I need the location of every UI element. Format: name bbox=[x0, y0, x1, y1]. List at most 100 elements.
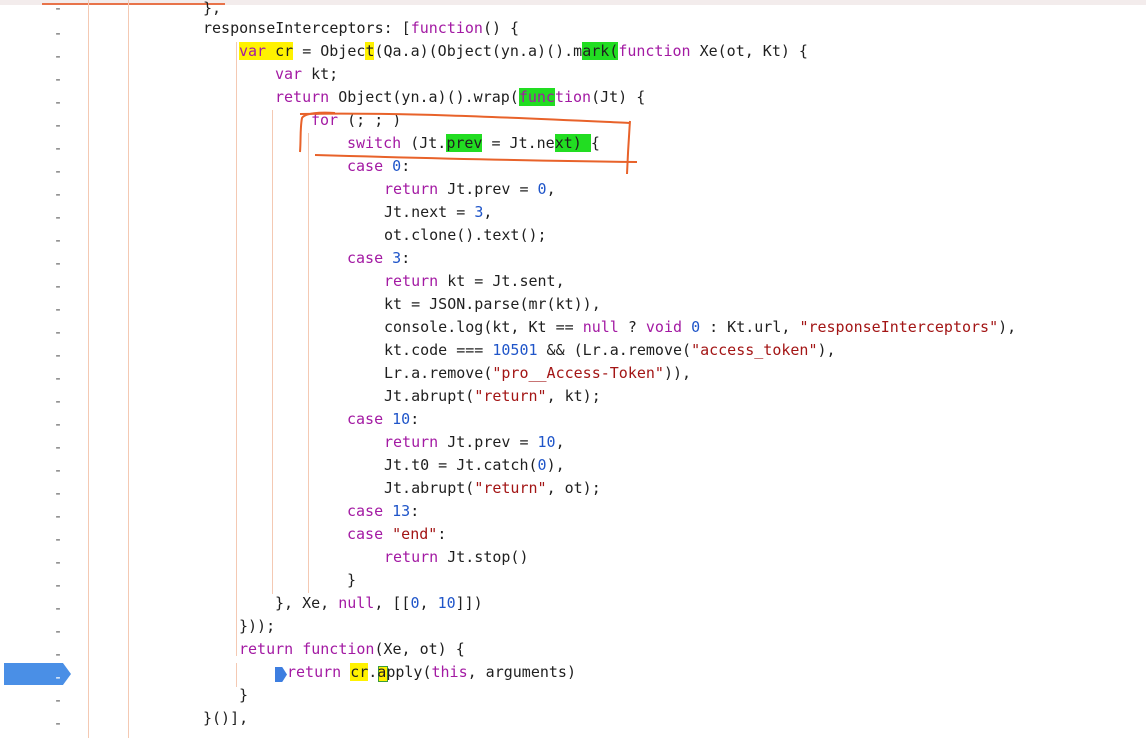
code-line[interactable]: case 0: bbox=[0, 155, 1146, 178]
text-cursor bbox=[378, 666, 388, 682]
line-number: - bbox=[53, 691, 63, 709]
line-number: - bbox=[53, 714, 63, 732]
line-number: - bbox=[53, 254, 63, 272]
line-number: - bbox=[53, 300, 63, 318]
line-number: - bbox=[53, 369, 63, 387]
code-text: kt.code === 10501 && (Lr.a.remove("acces… bbox=[384, 341, 836, 359]
code-line[interactable]: Jt.abrupt("return", kt); bbox=[0, 385, 1146, 408]
code-line[interactable]: }()], bbox=[0, 707, 1146, 730]
scroll-indicator bbox=[42, 3, 225, 5]
code-line[interactable]: Jt.next = 3, bbox=[0, 201, 1146, 224]
code-line[interactable]: return function(Xe, ot) { bbox=[0, 638, 1146, 661]
indent-guide bbox=[272, 110, 273, 594]
line-number: - bbox=[53, 415, 63, 433]
code-text: }, bbox=[203, 0, 222, 17]
execution-pointer-icon bbox=[275, 667, 287, 682]
code-line[interactable]: switch (Jt.prev = Jt.next) { bbox=[0, 132, 1146, 155]
code-line[interactable]: var kt; bbox=[0, 63, 1146, 86]
line-number: - bbox=[53, 599, 63, 617]
code-text: var cr = Object(Qa.a)(Object(yn.a)().mar… bbox=[239, 42, 808, 60]
code-line[interactable]: kt = JSON.parse(mr(kt)), bbox=[0, 293, 1146, 316]
code-text: Lr.a.remove("pro__Access-Token")), bbox=[384, 364, 692, 382]
code-text: }()], bbox=[203, 709, 249, 727]
code-line[interactable]: for (; ; ) bbox=[0, 109, 1146, 132]
code-text: return Jt.stop() bbox=[384, 548, 529, 566]
code-line[interactable]: case 13: bbox=[0, 500, 1146, 523]
code-line[interactable]: }, Xe, null, [[0, 10]]) bbox=[0, 592, 1146, 615]
code-line[interactable]: case "end": bbox=[0, 523, 1146, 546]
code-text: ot.clone().text(); bbox=[384, 226, 547, 244]
code-text: case 3: bbox=[347, 249, 411, 267]
code-text: Jt.t0 = Jt.catch(0), bbox=[384, 456, 565, 474]
line-number: - bbox=[53, 24, 63, 42]
indent-guide bbox=[308, 133, 309, 593]
line-number: - bbox=[53, 70, 63, 88]
code-line[interactable]: kt.code === 10501 && (Lr.a.remove("acces… bbox=[0, 339, 1146, 362]
code-text: Jt.next = 3, bbox=[384, 203, 493, 221]
line-number: - bbox=[53, 576, 63, 594]
code-line[interactable]: })); bbox=[0, 615, 1146, 638]
code-text: Jt.abrupt("return", ot); bbox=[384, 479, 601, 497]
code-line[interactable]: Lr.a.remove("pro__Access-Token")), bbox=[0, 362, 1146, 385]
code-line[interactable]: case 10: bbox=[0, 408, 1146, 431]
indent-guide bbox=[236, 42, 237, 656]
code-text: return function(Xe, ot) { bbox=[239, 640, 465, 658]
indent-guide bbox=[88, 0, 89, 738]
line-number: - bbox=[53, 346, 63, 364]
line-number: - bbox=[53, 116, 63, 134]
line-number: - bbox=[53, 645, 63, 663]
code-text: return cr.apply(this, arguments) bbox=[287, 663, 576, 681]
code-text: case 0: bbox=[347, 157, 411, 175]
line-number: - bbox=[53, 93, 63, 111]
code-line[interactable]: } bbox=[0, 684, 1146, 707]
code-line[interactable]: return cr.apply(this, arguments) bbox=[0, 661, 1146, 684]
line-gutter: - - - - - - - - - - - - - - - - - - - - … bbox=[0, 0, 86, 738]
code-line[interactable]: return Jt.prev = 10, bbox=[0, 431, 1146, 454]
line-number: - bbox=[53, 231, 63, 249]
code-text: return Jt.prev = 0, bbox=[384, 180, 556, 198]
code-line[interactable]: ot.clone().text(); bbox=[0, 224, 1146, 247]
code-text: return Jt.prev = 10, bbox=[384, 433, 565, 451]
editor-top-border bbox=[0, 0, 1146, 5]
code-line[interactable]: return Object(yn.a)().wrap(function(Jt) … bbox=[0, 86, 1146, 109]
line-number: - bbox=[53, 553, 63, 571]
line-number: - bbox=[53, 461, 63, 479]
line-number: - bbox=[53, 392, 63, 410]
code-line[interactable]: responseInterceptors: [function() { bbox=[0, 17, 1146, 40]
code-text: }, Xe, null, [[0, 10]]) bbox=[275, 594, 483, 612]
code-line[interactable]: }, bbox=[0, 0, 1146, 20]
code-text: case "end": bbox=[347, 525, 447, 543]
code-line[interactable]: var cr = Object(Qa.a)(Object(yn.a)().mar… bbox=[0, 40, 1146, 63]
code-line[interactable]: case 3: bbox=[0, 247, 1146, 270]
code-text: return kt = Jt.sent, bbox=[384, 272, 565, 290]
line-number: - bbox=[53, 530, 63, 548]
code-text: responseInterceptors: [function() { bbox=[203, 19, 520, 37]
breakpoint-marker[interactable] bbox=[4, 663, 71, 685]
code-line[interactable]: return kt = Jt.sent, bbox=[0, 270, 1146, 293]
code-text: case 13: bbox=[347, 502, 420, 520]
line-number: - bbox=[53, 438, 63, 456]
indent-guide bbox=[128, 0, 129, 738]
code-line[interactable]: console.log(kt, Kt == null ? void 0 : Kt… bbox=[0, 316, 1146, 339]
code-text: } bbox=[347, 571, 357, 589]
code-text: })); bbox=[239, 617, 276, 635]
line-number: - bbox=[53, 507, 63, 525]
code-line[interactable]: } bbox=[0, 569, 1146, 592]
code-line[interactable]: return Jt.stop() bbox=[0, 546, 1146, 569]
code-text: console.log(kt, Kt == null ? void 0 : Kt… bbox=[384, 318, 1017, 336]
indent-guide bbox=[236, 663, 237, 687]
line-number: - bbox=[53, 323, 63, 341]
code-text: return Object(yn.a)().wrap(function(Jt) … bbox=[275, 88, 646, 106]
code-text: Jt.abrupt("return", kt); bbox=[384, 387, 601, 405]
line-number: - bbox=[53, 622, 63, 640]
code-line[interactable]: Jt.t0 = Jt.catch(0), bbox=[0, 454, 1146, 477]
line-number: - bbox=[53, 162, 63, 180]
code-line[interactable]: return Jt.prev = 0, bbox=[0, 178, 1146, 201]
code-line[interactable]: Jt.abrupt("return", ot); bbox=[0, 477, 1146, 500]
code-text: case 10: bbox=[347, 410, 420, 428]
line-number: - bbox=[53, 668, 63, 686]
code-text: kt = JSON.parse(mr(kt)), bbox=[384, 295, 601, 313]
line-number: - bbox=[53, 208, 63, 226]
line-number: - bbox=[53, 47, 63, 65]
